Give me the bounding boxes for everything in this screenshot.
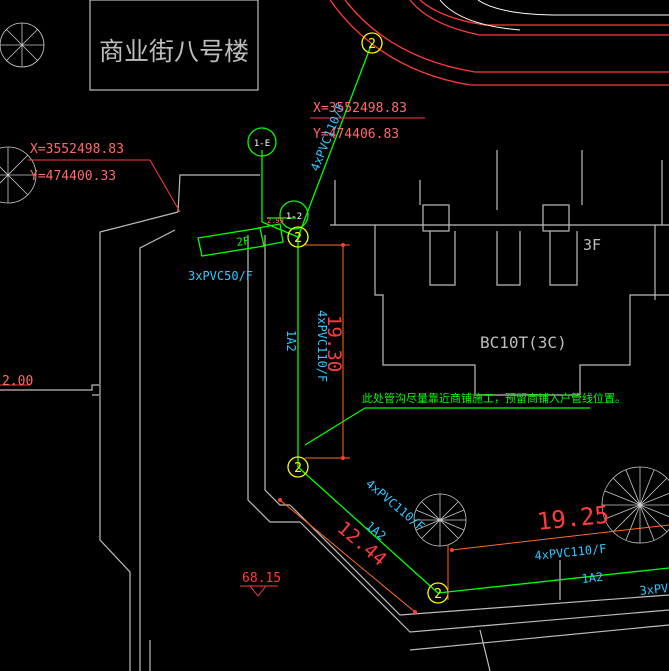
trees bbox=[0, 22, 669, 547]
circuit-label-3: 1A2 bbox=[581, 570, 604, 586]
manhole-label-2: 2 bbox=[294, 231, 302, 246]
dim-dot-2 bbox=[341, 456, 345, 460]
note-text: 此处管沟尽量靠近商铺施工，预留商铺入户管线位置。 bbox=[362, 391, 626, 405]
route-top bbox=[297, 42, 373, 238]
road-curve-4 bbox=[419, 0, 669, 26]
dim-19-30: 19.30 bbox=[323, 315, 345, 372]
dim-dot-3 bbox=[278, 498, 282, 502]
road-curve-2 bbox=[344, 0, 669, 73]
node-1e: 1-E bbox=[254, 139, 270, 149]
route-1e-join bbox=[261, 221, 299, 238]
dim-ticks bbox=[278, 243, 454, 614]
dim-dot-1 bbox=[341, 243, 345, 247]
left-dim: 2.00 bbox=[2, 374, 33, 389]
column-2 bbox=[542, 204, 570, 232]
manhole-label-3: 2 bbox=[294, 461, 302, 476]
route-bottom bbox=[437, 567, 669, 594]
route-diagonal bbox=[297, 466, 439, 594]
wall-top bbox=[177, 174, 260, 213]
shop-box bbox=[197, 227, 265, 257]
coord-leaders bbox=[0, 117, 425, 597]
coord-top-x: X=3552498.83 bbox=[313, 101, 407, 116]
wall-shop-left bbox=[264, 235, 290, 506]
cable-label-6: 3xPVC bbox=[639, 580, 669, 598]
cable-label-2: 3xPVC50/F bbox=[188, 269, 253, 283]
wall-shop-left2 bbox=[247, 235, 300, 523]
manholes bbox=[287, 32, 449, 604]
elev-marker bbox=[249, 585, 267, 597]
cable-label-5: 4xPVC110/F bbox=[534, 542, 607, 563]
route-nodes bbox=[247, 127, 309, 230]
stair-1 bbox=[429, 231, 456, 286]
wall-stub bbox=[0, 384, 101, 396]
manhole-2 bbox=[287, 226, 309, 248]
road-curve-3 bbox=[409, 0, 669, 36]
wall-outer-upper bbox=[99, 211, 179, 384]
note-leader bbox=[304, 407, 366, 446]
dim-bottom bbox=[451, 524, 669, 551]
unit-outline bbox=[374, 225, 669, 396]
manhole-label-1: 2 bbox=[368, 37, 376, 52]
tree-top-left bbox=[0, 22, 45, 68]
dim-19-25: 19.25 bbox=[536, 501, 611, 536]
coord-left-x: X=3552498.83 bbox=[30, 142, 124, 157]
curve-stub bbox=[479, 629, 491, 671]
dimension-lines bbox=[279, 244, 669, 613]
building-8-box bbox=[89, 0, 259, 91]
node-12: 1-2 bbox=[286, 212, 302, 222]
manhole-1 bbox=[361, 32, 383, 54]
stair-2 bbox=[496, 231, 521, 286]
road-curve-1 bbox=[329, 0, 669, 86]
tree-bottom-right bbox=[601, 466, 669, 544]
wall-inner bbox=[139, 229, 176, 671]
wall-bottom2 bbox=[289, 504, 669, 616]
wall-bottom3 bbox=[409, 624, 669, 651]
manhole-3 bbox=[287, 456, 309, 478]
coord-top-y: Y=474406.83 bbox=[313, 127, 399, 142]
tag-2f: 2F bbox=[236, 234, 251, 249]
elevation: 68.15 bbox=[242, 571, 281, 586]
coord-left-y: Y=474400.33 bbox=[30, 169, 116, 184]
circuit-label-1: 1A2 bbox=[284, 330, 298, 352]
dim-diagonal bbox=[279, 499, 416, 613]
cable-route bbox=[197, 42, 669, 594]
manhole-label-4: 2 bbox=[434, 587, 442, 602]
shop-box2 bbox=[257, 223, 284, 247]
column-1 bbox=[422, 204, 450, 232]
coord-left-leader bbox=[28, 159, 181, 213]
road-curves bbox=[329, 0, 669, 86]
tree-left bbox=[0, 146, 37, 204]
tree-bottom bbox=[413, 493, 467, 547]
dim-dot-4 bbox=[413, 610, 417, 614]
unit-label: BC10T(3C) bbox=[480, 333, 567, 352]
building-label: 商业街八号楼 bbox=[99, 37, 249, 66]
dim-dot-5 bbox=[450, 548, 454, 552]
small-label: 2.99 bbox=[267, 217, 284, 225]
stair-3 bbox=[549, 231, 578, 286]
cable-label-3: 4xPVC110/F bbox=[315, 310, 329, 382]
floors-label: 3F bbox=[583, 236, 601, 254]
road-curve-white bbox=[439, 0, 669, 31]
wall-outer-lower bbox=[99, 396, 131, 671]
wall-bottom bbox=[299, 521, 669, 633]
node-1e-circle bbox=[247, 127, 277, 157]
road-curve-white-2 bbox=[439, 0, 521, 31]
road-curve-white-1 bbox=[477, 0, 669, 16]
node-12-circle bbox=[279, 200, 309, 230]
